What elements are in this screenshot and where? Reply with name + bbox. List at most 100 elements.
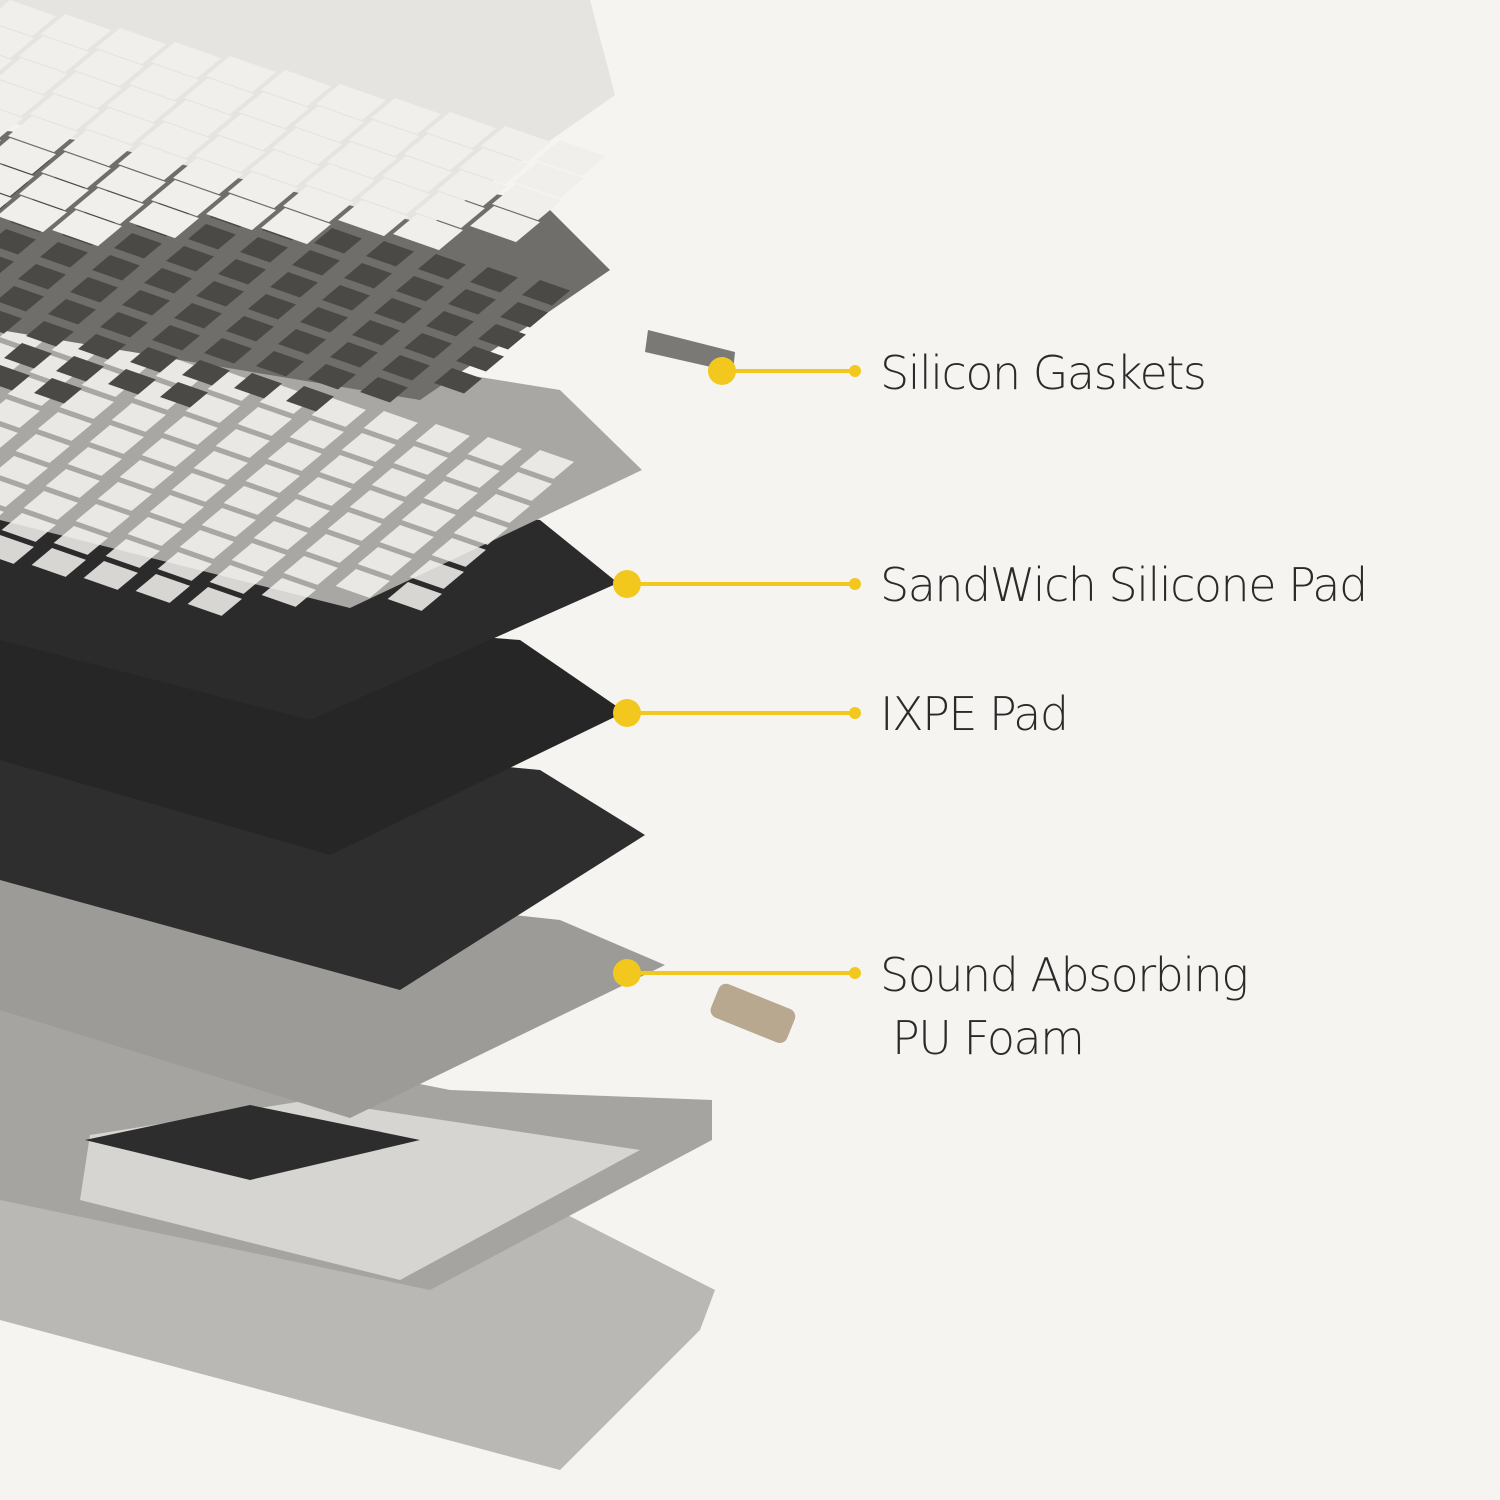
texture-cell	[144, 268, 192, 294]
texture-cell	[253, 521, 308, 550]
texture-cell	[470, 267, 518, 293]
texture-cell	[122, 290, 170, 316]
texture-cell	[129, 64, 199, 101]
texture-cell	[105, 539, 160, 568]
texture-cell	[45, 469, 100, 498]
texture-cell	[149, 495, 204, 524]
texture-cell	[107, 86, 177, 123]
texture-cell	[188, 224, 236, 250]
texture-cell	[456, 346, 504, 372]
texture-cell	[237, 407, 292, 436]
texture-cell	[179, 530, 234, 559]
texture-cell	[129, 202, 199, 239]
texture-cell	[193, 451, 248, 480]
texture-cell	[261, 70, 331, 107]
texture-cell	[231, 543, 286, 572]
texture-cell	[360, 178, 430, 215]
texture-cell	[226, 316, 274, 342]
texture-cell	[111, 403, 166, 432]
texture-cell	[56, 356, 104, 382]
texture-cell	[96, 28, 166, 65]
texture-cell	[130, 347, 178, 373]
texture-cell	[206, 56, 276, 93]
texture-cell	[41, 14, 111, 51]
texture-cell	[78, 334, 126, 360]
texture-cell	[500, 302, 548, 328]
label-pu-foam: PU Foam	[892, 1011, 1085, 1065]
label-silicon-gaskets: Silicon Gaskets	[880, 346, 1207, 400]
texture-cell	[234, 373, 282, 399]
texture-cell	[426, 112, 496, 149]
texture-cell	[70, 277, 118, 303]
callout-pu-foam	[613, 959, 861, 987]
texture-cell	[256, 351, 304, 377]
texture-cell	[250, 150, 320, 187]
texture-cell	[371, 468, 426, 497]
texture-cell	[434, 368, 482, 394]
texture-cell	[0, 229, 36, 255]
label-sandwich-silicone-pad: SandWich Silicone Pad	[880, 558, 1368, 612]
texture-cell	[314, 228, 362, 254]
texture-cell	[182, 360, 230, 386]
texture-cell	[185, 394, 240, 423]
texture-cell	[393, 446, 448, 475]
texture-cell	[445, 459, 500, 488]
texture-cell	[26, 321, 74, 347]
texture-cell	[349, 120, 419, 157]
texture-cell	[286, 386, 334, 412]
texture-cell	[275, 499, 330, 528]
texture-cell	[184, 78, 254, 115]
texture-cell	[96, 166, 166, 203]
texture-cell	[218, 259, 266, 285]
texture-cell	[40, 242, 88, 268]
texture-cell	[379, 525, 434, 554]
texture-cell	[311, 398, 366, 427]
texture-cell	[357, 547, 412, 576]
texture-cell	[215, 429, 270, 458]
texture-cell	[283, 556, 338, 585]
texture-cell	[245, 464, 300, 493]
texture-cell	[171, 473, 226, 502]
battery-pad	[85, 1105, 420, 1180]
texture-cell	[0, 456, 48, 485]
texture-cell	[19, 174, 89, 211]
texture-cell	[467, 437, 522, 466]
texture-cell	[327, 142, 397, 179]
texture-cell	[223, 486, 278, 515]
texture-cell	[0, 58, 67, 95]
label-ixpe-pad: IXPE Pad	[880, 687, 1069, 741]
texture-cell	[160, 382, 208, 408]
texture-cell	[409, 560, 464, 589]
texture-cell	[97, 482, 152, 511]
callout-ixpe-pad	[613, 699, 861, 727]
texture-cell	[127, 517, 182, 546]
callout-silicon-gaskets	[708, 357, 861, 385]
texture-cell	[360, 377, 408, 403]
texture-cell	[89, 425, 144, 454]
texture-cell	[141, 438, 196, 467]
texture-cell	[0, 196, 67, 233]
texture-cell	[187, 587, 242, 616]
texture-cell	[0, 535, 34, 564]
texture-cell	[248, 294, 296, 320]
texture-cell	[166, 246, 214, 272]
texture-cell	[23, 491, 79, 520]
texture-cell	[278, 329, 326, 355]
texture-cell	[119, 460, 174, 489]
texture-cell	[0, 365, 30, 391]
texture-cell	[470, 206, 540, 243]
texture-cell	[118, 144, 188, 181]
texture-cell	[19, 36, 89, 73]
texture-cell	[52, 210, 122, 247]
texture-cell	[63, 130, 133, 167]
texture-cell	[415, 424, 470, 453]
texture-cell	[267, 442, 322, 471]
texture-cell	[0, 138, 56, 175]
texture-cell	[162, 100, 232, 137]
texture-cell	[330, 342, 378, 368]
texture-cell	[327, 512, 382, 541]
texture-cell	[363, 411, 418, 440]
texture-cell	[0, 26, 34, 59]
texture-cell	[387, 582, 442, 611]
texture-cell	[305, 534, 360, 563]
